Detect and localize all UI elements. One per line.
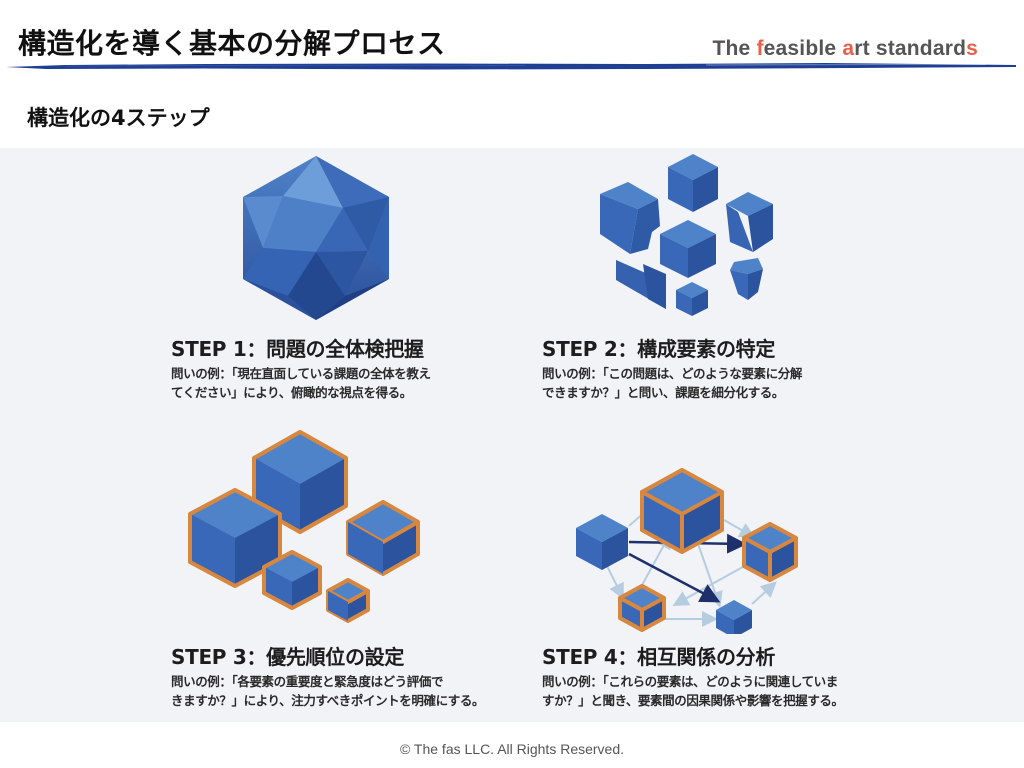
step-3-desc-line: きますか？」により、注力すべきポイントを明確にする。 [171, 693, 485, 708]
step-1-description: 問いの例：「現在直面している課題の全体を教え てください」により、俯瞰的な視点を… [171, 364, 471, 402]
step-2-title: STEP 2：構成要素の特定 [542, 337, 776, 361]
step-1-desc-line: てください」により、俯瞰的な視点を得る。 [171, 385, 412, 400]
step-4-description: 問いの例：「これらの要素は、どのように関連していま すか？」と聞き、要素間の因果… [542, 672, 862, 710]
scattered-cubes-icon [600, 154, 773, 316]
step-2-desc-line: 問いの例：「この問題は、どのような要素に分解 [542, 366, 802, 381]
step-1: STEP 1：問題の全体検把握 問いの例：「現在直面している課題の全体を教え て… [171, 336, 471, 402]
brand-part: easible [763, 37, 843, 60]
brand-part: rt standard [854, 37, 967, 60]
brand-accent-a: a [842, 37, 855, 60]
step-3-desc-line: 問いの例：「各要素の重要度と緊急度はどう評価で [171, 674, 444, 689]
step-1-desc-line: 問いの例：「現在直面している課題の全体を教え [171, 366, 431, 381]
faceted-hexagon-gem-icon [243, 156, 389, 320]
step-2: STEP 2：構成要素の特定 問いの例：「この問題は、どのような要素に分解 でき… [542, 336, 842, 402]
step-4-desc-line: 問いの例：「これらの要素は、どのように関連していま [542, 674, 838, 689]
brand-part: The [712, 37, 757, 60]
step-4-title: STEP 4：相互関係の分析 [542, 645, 776, 669]
copyright-footer: © The fas LLC. All Rights Reserved. [399, 741, 625, 757]
page-title: 構造化を導く基本の分解プロセス [18, 27, 446, 60]
step-3-title: STEP 3：優先順位の設定 [171, 645, 405, 669]
brand-logo: The feasible art standards [712, 37, 978, 61]
section-subtitle: 構造化の4ステップ [27, 106, 210, 130]
outlined-cubes-by-size-icon [188, 430, 420, 623]
step-4: STEP 4：相互関係の分析 問いの例：「これらの要素は、どのように関連していま… [542, 644, 862, 710]
step-2-desc-line: できますか？」と問い、課題を細分化する。 [542, 385, 785, 400]
step-4-desc-line: すか？」と聞き、要素間の因果関係や影響を把握する。 [542, 693, 844, 708]
brand-accent-s: s [966, 37, 978, 60]
brand-accent-f: f [756, 37, 764, 60]
step-2-description: 問いの例：「この問題は、どのような要素に分解 できますか？」と問い、課題を細分化… [542, 364, 842, 402]
step-3-description: 問いの例：「各要素の重要度と緊急度はどう評価で きますか？」により、注力すべきポ… [171, 672, 491, 710]
steps-illustration-panel: STEP 1：問題の全体検把握 問いの例：「現在直面している課題の全体を教え て… [0, 148, 1024, 722]
brush-stroke-divider [6, 63, 1016, 70]
step-3: STEP 3：優先順位の設定 問いの例：「各要素の重要度と緊急度はどう評価で き… [171, 644, 491, 710]
step-1-title: STEP 1：問題の全体検把握 [171, 337, 424, 361]
connected-cubes-network-icon [576, 468, 798, 634]
